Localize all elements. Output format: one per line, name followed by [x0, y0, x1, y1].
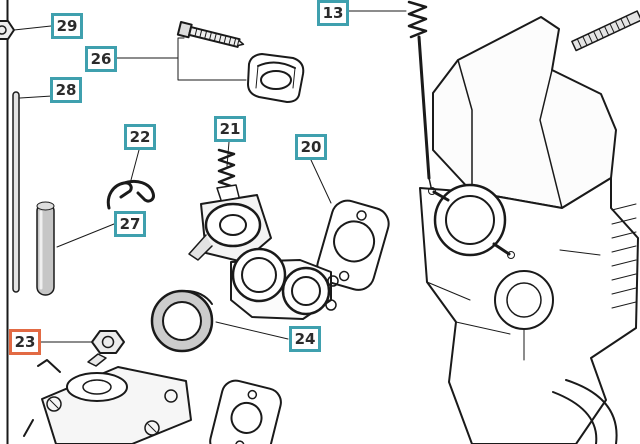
part-label-22[interactable]: 22 [124, 124, 156, 150]
part-label-21[interactable]: 21 [214, 116, 246, 142]
part-clip-22 [106, 179, 155, 210]
part-crankcase [419, 16, 639, 444]
part-rod-28 [12, 91, 20, 293]
part-bolt-26 [176, 21, 245, 48]
part-screw-13 [407, 0, 432, 188]
part-label-20[interactable]: 20 [295, 134, 327, 160]
part-spring-21 [217, 148, 236, 195]
part-clamp-26 [247, 53, 305, 103]
part-manifold-body [230, 247, 339, 320]
part-label-27[interactable]: 27 [114, 211, 146, 237]
part-nut-29 [0, 20, 15, 40]
part-gasket-bottom [209, 379, 282, 444]
part-nut-23 [91, 330, 125, 354]
part-label-29[interactable]: 29 [51, 13, 83, 39]
part-label-13[interactable]: 13 [317, 0, 349, 26]
part-label-28[interactable]: 28 [50, 77, 82, 103]
part-carburetor [23, 353, 192, 444]
part-sleeve-24 [150, 289, 214, 353]
part-cylinder-27 [36, 201, 55, 296]
part-spacer-21 [188, 184, 272, 263]
leader-lines [13, 10, 407, 343]
part-label-24[interactable]: 24 [289, 326, 321, 352]
part-gasket-20 [316, 199, 390, 291]
part-stud-top-right [571, 10, 640, 52]
part-label-23[interactable]: 23 [9, 329, 41, 355]
part-label-26[interactable]: 26 [85, 46, 117, 72]
